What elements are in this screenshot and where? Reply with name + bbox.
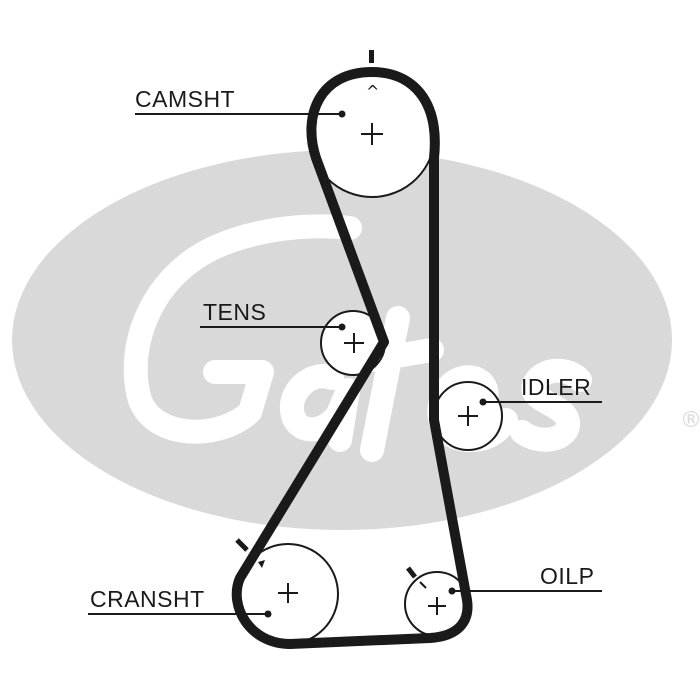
plus-icon (278, 583, 298, 603)
labels: CAMSHT TENS IDLER CRANSHT OILP (90, 86, 594, 612)
oil-pump-leader-dot (448, 587, 456, 595)
plus-icon (428, 597, 446, 615)
tick-mark-icon (369, 50, 374, 63)
camshaft-timing-caret: ^ (366, 82, 379, 101)
crankshaft-timing-arrow (258, 560, 265, 568)
pulley-centers (278, 123, 478, 615)
plus-icon (458, 406, 478, 426)
tick-mark-icon (235, 538, 249, 552)
leader-lines (88, 110, 602, 618)
plus-icon (344, 333, 364, 353)
camshaft-label: CAMSHT (135, 86, 235, 112)
timing-marks: ^ (235, 50, 427, 589)
idler-label: IDLER (521, 374, 591, 400)
tick-mark-icon (406, 566, 417, 579)
crankshaft-label: CRANSHT (90, 586, 205, 612)
tensioner-leader-dot (338, 323, 346, 331)
plus-icon (361, 123, 383, 145)
registered-symbol: ® (680, 408, 700, 433)
idler-leader-dot (479, 398, 487, 406)
timing-belt (231, 67, 473, 649)
camshaft-leader-dot (338, 110, 346, 118)
oil-pump-timing-dash (419, 581, 427, 589)
crankshaft-leader-dot (264, 610, 272, 618)
tensioner-label: TENS (203, 299, 266, 325)
oil-pump-label: OILP (540, 563, 594, 589)
